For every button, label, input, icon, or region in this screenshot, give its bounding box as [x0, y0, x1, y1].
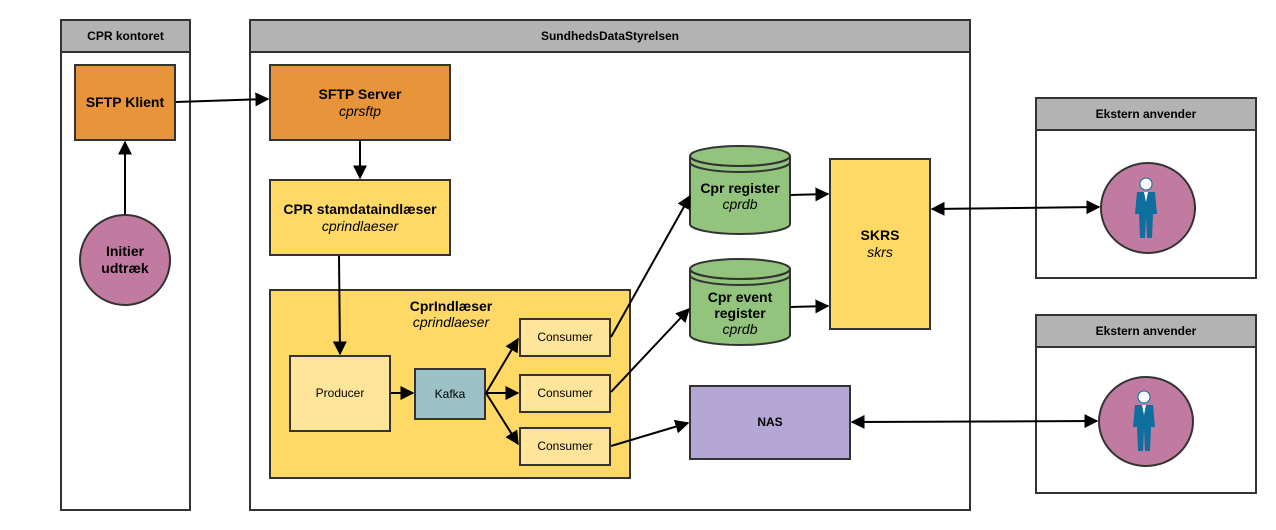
cpr-event-register-sub: cprdb [722, 321, 758, 337]
consumer-node-2[interactable]: Consumer [519, 374, 611, 413]
skrs-sub: skrs [867, 244, 893, 260]
cpr-event-register-title: Cpr event register [707, 289, 773, 321]
kafka-node[interactable]: Kafka [414, 368, 486, 420]
stamdata-sub: cprindlaeser [321, 217, 399, 234]
edge-nas-actor-2 [850, 414, 1099, 429]
edge-consumer-1-to-cpr-register [610, 194, 691, 338]
cpr-register-title: Cpr register [700, 180, 780, 196]
consumer-label-1: Consumer [537, 330, 593, 344]
pool-header-ekstern-2: Ekstern anvender [1037, 316, 1255, 348]
edge-event-register-to-skrs [789, 299, 830, 314]
sftp-server-title: SFTP Server [318, 85, 402, 102]
edge-skrs-actor-1 [930, 200, 1101, 216]
edge-consumer-3-to-nas [610, 419, 690, 447]
pool-header-cpr-kontoret: CPR kontoret [62, 21, 189, 53]
cpr-event-register-label: Cpr event register cprdb [690, 287, 790, 339]
kafka-label: Kafka [434, 386, 466, 401]
cprindlaeser-title: CprIndlæser [409, 298, 493, 314]
sftp-klient-label: SFTP Klient [85, 94, 165, 110]
nas-label: NAS [757, 415, 783, 429]
edge-kafka-to-consumer-1 [485, 337, 519, 394]
initier-udtraek-label: Initier udtræk [101, 243, 149, 276]
cpr-register-sub: cprdb [722, 196, 758, 212]
actor-circle-1[interactable] [1100, 162, 1196, 254]
consumer-label-2: Consumer [537, 386, 593, 400]
skrs-title: SKRS [860, 227, 900, 243]
pool-header-sds: SundhedsDataStyrelsen [251, 21, 969, 53]
sftp-klient-node[interactable]: SFTP Klient [74, 64, 176, 141]
stamdata-title: CPR stamdataindlæser [283, 200, 437, 217]
consumer-node-3[interactable]: Consumer [519, 427, 611, 466]
nas-node[interactable]: NAS [689, 385, 851, 460]
edge-kafka-to-consumer-3 [485, 392, 519, 446]
edge-stamdata-to-producer [332, 255, 347, 356]
producer-label: Producer [315, 386, 365, 400]
producer-node[interactable]: Producer [289, 355, 391, 432]
cpr-event-register-cylinder[interactable] [689, 258, 791, 346]
cpr-register-label: Cpr register cprdb [690, 176, 790, 216]
skrs-node[interactable]: SKRS skrs [829, 158, 931, 330]
person-icon [1133, 390, 1155, 451]
cpr-stamdataindlaeser-node[interactable]: CPR stamdataindlæser cprindlaeser [269, 179, 451, 256]
cprindlaeser-sub: cprindlaeser [412, 314, 490, 330]
sftp-server-node[interactable]: SFTP Server cprsftp [269, 64, 451, 141]
consumer-label-3: Consumer [537, 439, 593, 453]
pool-header-ekstern-1: Ekstern anvender [1037, 99, 1255, 131]
consumer-node-1[interactable]: Consumer [519, 318, 611, 357]
person-icon [1135, 177, 1157, 238]
edge-cpr-register-to-skrs [789, 187, 830, 202]
cpr-register-cylinder[interactable] [689, 145, 791, 235]
initier-udtraek-node[interactable]: Initier udtræk [79, 214, 171, 306]
sftp-server-sub: cprsftp [338, 102, 381, 119]
edge-klient-to-server [175, 92, 270, 107]
edge-consumer-2-to-event-register [610, 307, 690, 393]
cprindlaeser-group-header: CprIndlæser cprindlaeser [371, 298, 531, 330]
